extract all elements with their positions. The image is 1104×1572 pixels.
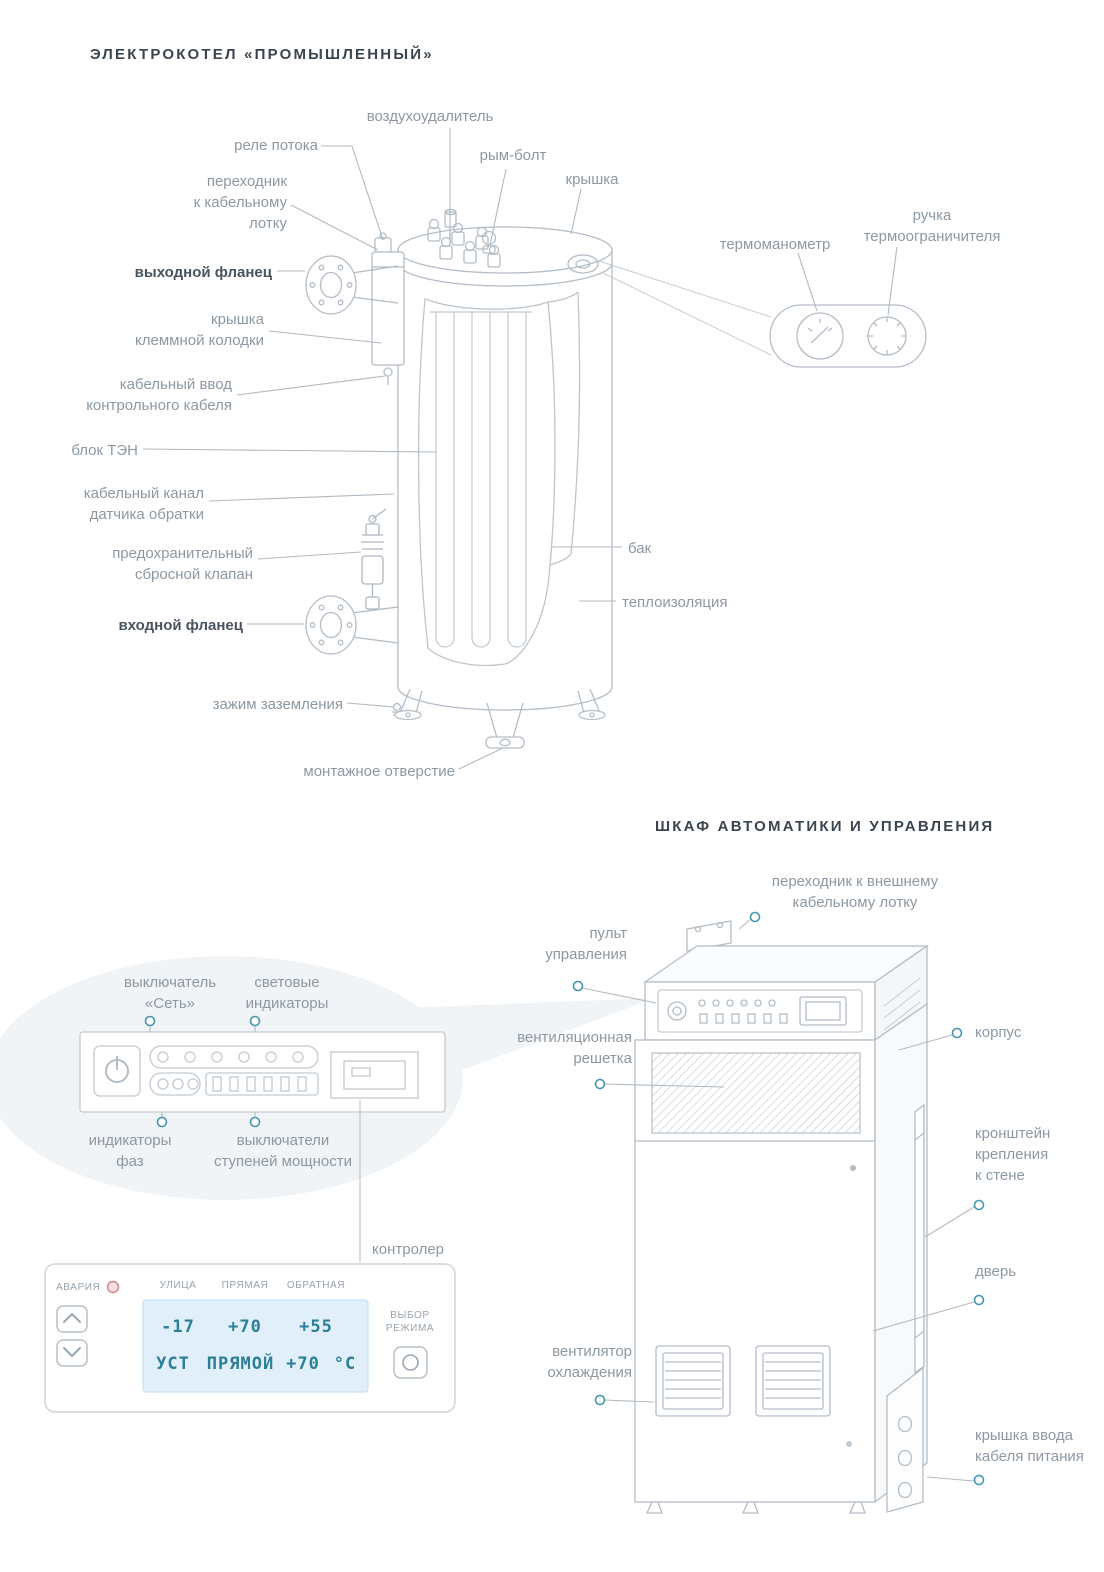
label-control-cable-entry: кабельный ввод контрольного кабеля	[86, 376, 232, 414]
label-controller: контролер	[372, 1241, 445, 1258]
label-step-switches: выключатели ступеней мощности	[213, 1132, 353, 1170]
step-switches-group	[205, 1072, 319, 1096]
label-eye-bolt: рым-болт	[479, 147, 547, 164]
controller-value-return: +55	[299, 1317, 333, 1337]
label-cable-tray-adapter: переходник к кабельному лотку	[193, 173, 287, 232]
fan-grille-right	[755, 1345, 831, 1417]
mode-select-icon	[402, 1354, 419, 1371]
phase-indicators-group	[149, 1072, 201, 1096]
label-air-vent: воздухоудалитель	[366, 108, 494, 125]
label-power-switch: выключатель «Сеть»	[123, 974, 217, 1012]
controller-display	[142, 1299, 369, 1393]
boiler-drawing	[305, 208, 613, 749]
pult-panel	[657, 989, 863, 1033]
label-return-sensor-channel: кабельный канал датчика обратки	[83, 485, 204, 523]
label-cover: крышка	[565, 171, 619, 188]
label-external-tray-adapter: переходник к внешнему кабельному лотку	[771, 873, 939, 911]
power-button	[93, 1045, 141, 1097]
boiler-section-title: ЭЛЕКТРОКОТЕЛ «ПРОМЫШЛЕННЫЙ»	[90, 46, 434, 63]
label-phase-indicators: индикаторы фаз	[88, 1132, 172, 1170]
gauge-detail-drawing	[598, 260, 927, 368]
label-insulation: теплоизоляция	[622, 594, 728, 611]
label-heating-block: блок ТЭН	[71, 442, 138, 459]
down-button	[56, 1339, 88, 1367]
label-ground-clamp: зажим заземления	[212, 696, 343, 713]
vent-grille-part	[651, 1052, 861, 1134]
controller-set-value: +70	[286, 1354, 320, 1374]
controller-set-label: УСТ	[156, 1354, 190, 1374]
light-indicators-group	[149, 1045, 319, 1069]
wall-bracket-part	[914, 1103, 925, 1375]
label-control-panel: пульт управления	[545, 925, 627, 963]
controller-value-supply: +70	[228, 1317, 262, 1337]
label-safety-valve: предохранительный сбросной клапан	[112, 545, 253, 583]
power-icon	[105, 1056, 129, 1083]
alarm-led	[106, 1280, 120, 1294]
label-light-indicators: световые индикаторы	[245, 974, 329, 1012]
inlet-flange-part	[305, 595, 399, 655]
cabinet-section-title: ШКАФ АВТОМАТИКИ И УПРАВЛЕНИЯ	[655, 818, 995, 835]
fan-grille-left	[655, 1345, 731, 1417]
cabinet-drawing	[634, 920, 930, 1514]
panel-strip-drawing	[79, 1031, 446, 1113]
thermomanometer-dial	[796, 312, 844, 360]
label-thermal-limiter-handle: ручка термоограничителя	[863, 207, 1001, 245]
label-power-cable-cover: крышка ввода кабеля питания	[975, 1427, 1084, 1465]
label-wall-bracket: кронштейн крепления к стене	[975, 1125, 1051, 1184]
label-tank: бак	[628, 540, 652, 557]
controller-alarm-label: АВАРИЯ	[56, 1282, 101, 1293]
label-vent-grille: вентиляционная решетка	[517, 1029, 632, 1067]
heating-elements	[430, 311, 532, 648]
chevron-down-icon	[63, 1347, 81, 1357]
controller-col-supply: ПРЯМАЯ	[221, 1280, 269, 1291]
controller-drawing	[44, 1100, 456, 1413]
safety-valve-part	[361, 508, 387, 610]
controller-col-outdoor: УЛИЦА	[159, 1280, 197, 1291]
mode-button	[393, 1346, 428, 1379]
label-terminal-box-cover: крышка клеммной колодки	[135, 311, 264, 349]
limiter-knob	[867, 316, 907, 356]
label-flow-relay: реле потока	[234, 137, 318, 154]
eye-bolt-part	[481, 230, 497, 254]
label-mounting-hole: монтажное отверстие	[303, 763, 455, 780]
label-thermomanometer: термоманометр	[719, 236, 831, 253]
label-outlet-flange: выходной фланец	[134, 264, 272, 281]
chevron-up-icon	[63, 1313, 81, 1323]
controller-value-outdoor: -17	[161, 1317, 195, 1337]
outlet-flange-part	[305, 255, 399, 315]
panel-display	[330, 1051, 419, 1099]
label-body: корпус	[975, 1024, 1022, 1041]
label-cooling-fan: вентилятор охлаждения	[547, 1343, 632, 1381]
controller-col-return: ОБРАТНАЯ	[286, 1280, 346, 1291]
label-inlet-flange: входной фланец	[118, 617, 243, 634]
boiler-feet	[394, 688, 606, 749]
terminal-box-part	[371, 232, 405, 385]
up-button	[56, 1305, 88, 1333]
mode-button-label: ВЫБОР РЕЖИМА	[385, 1310, 435, 1334]
label-door: дверь	[975, 1263, 1017, 1280]
controller-unit: °C	[333, 1354, 357, 1374]
controller-mode-value: ПРЯМОЙ	[206, 1354, 275, 1374]
leader-lines-boiler	[142, 128, 898, 770]
door-lock	[850, 1165, 856, 1171]
cable-cover-part	[886, 1366, 924, 1513]
leader-dots	[144, 911, 985, 1486]
